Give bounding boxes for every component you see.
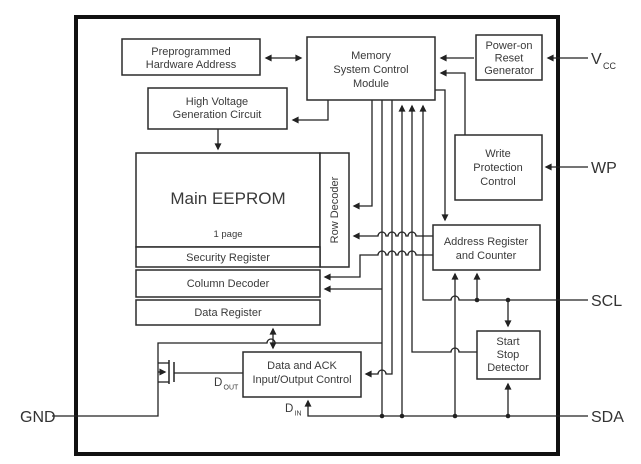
sda-pin-label: SDA: [591, 409, 624, 426]
hvgc-label-2: Generation Circuit: [173, 109, 262, 121]
one-page-label: 1 page: [213, 229, 242, 240]
block-data-ack-io-control: Data and ACK Input/Output Control: [242, 351, 362, 398]
pha-label-2: Hardware Address: [146, 59, 237, 71]
wire-ssd-to-mscm: [408, 104, 477, 353]
dout-subscript: OUT: [224, 385, 240, 392]
vcc-pin-label: V: [591, 51, 602, 68]
wire-wpc-to-mscm: [439, 69, 466, 135]
dout-label: D: [214, 377, 222, 389]
junction-dot: [399, 413, 405, 419]
block-write-protection-control: Write Protection Control: [454, 134, 543, 201]
data-register-label: Data Register: [194, 307, 262, 319]
block-memory-system-control-module: Memory System Control Module: [306, 36, 436, 101]
arc-label-1: Address Register: [444, 236, 529, 248]
wpc-label-3: Control: [480, 176, 515, 188]
junction-dot: [505, 413, 511, 419]
wire-gnd-and-output-drain: [52, 338, 382, 417]
block-power-on-reset-generator: Power-on Reset Generator: [475, 34, 543, 81]
row-decoder-label: Row Decoder: [329, 176, 341, 243]
wire-mscm-to-row-decoder: [352, 100, 373, 210]
prg-label-1: Power-on: [485, 40, 532, 52]
mscm-label-3: Module: [353, 78, 389, 90]
block-security-register: Security Register: [135, 246, 321, 268]
wire-scl-to-mscm: [419, 104, 588, 301]
block-address-register-and-counter: Address Register and Counter: [432, 224, 541, 271]
ssd-label-3: Detector: [487, 362, 529, 374]
pha-label-1: Preprogrammed: [151, 46, 230, 58]
block-row-decoder: Row Decoder: [319, 152, 350, 268]
chip-border: [74, 15, 560, 456]
wire-arc-to-row-decoder: [352, 231, 433, 240]
block-data-register: Data Register: [135, 299, 321, 326]
block-start-stop-detector: Start Stop Detector: [476, 330, 541, 380]
block-high-voltage-generation-circuit: High Voltage Generation Circuit: [147, 87, 288, 130]
junction-dot: [452, 413, 458, 419]
dac-label-2: Input/Output Control: [252, 374, 351, 386]
output-mosfet: [158, 360, 243, 384]
block-column-decoder: Column Decoder: [135, 269, 321, 298]
ssd-label-1: Start: [496, 336, 519, 348]
wire-arc-to-column-decoder: [323, 250, 433, 281]
pin-vcc: V CC: [591, 51, 616, 71]
wpc-label-2: Protection: [473, 162, 523, 174]
main-eeprom-label: Main EEPROM: [170, 189, 285, 208]
scl-pin-label: SCL: [591, 293, 622, 310]
block-preprogrammed-hardware-address: Preprogrammed Hardware Address: [121, 38, 261, 76]
arc-label-2: and Counter: [456, 250, 517, 262]
hvgc-label-1: High Voltage: [186, 96, 248, 108]
prg-label-3: Generator: [484, 65, 534, 77]
column-decoder-label: Column Decoder: [187, 278, 270, 290]
block-main-eeprom: Main EEPROM 1 page: [135, 152, 321, 248]
din-subscript: IN: [295, 411, 302, 418]
mscm-label-1: Memory: [351, 50, 391, 62]
security-register-label: Security Register: [186, 252, 270, 264]
junction-dot: [379, 413, 385, 419]
dac-label-1: Data and ACK: [267, 360, 337, 372]
ssd-label-2: Stop: [497, 349, 520, 361]
wire-mscm-to-dac: [364, 100, 393, 378]
prg-label-2: Reset: [495, 53, 524, 65]
junction-dot: [474, 297, 480, 303]
din-signal-label: D IN: [285, 403, 302, 418]
din-label: D: [285, 403, 293, 415]
wp-pin-label: WP: [591, 160, 617, 177]
vcc-pin-subscript: CC: [603, 61, 616, 71]
wire-mscm-to-arc: [435, 89, 449, 222]
wire-sda-pin-din: [304, 399, 588, 417]
wpc-label-1: Write: [485, 148, 510, 160]
mscm-label-2: System Control: [333, 64, 408, 76]
gnd-pin-label: GND: [20, 409, 56, 426]
dout-signal-label: D OUT: [214, 377, 239, 392]
wire-mscm-to-hvgc: [291, 100, 329, 124]
junction-dot: [505, 297, 511, 303]
